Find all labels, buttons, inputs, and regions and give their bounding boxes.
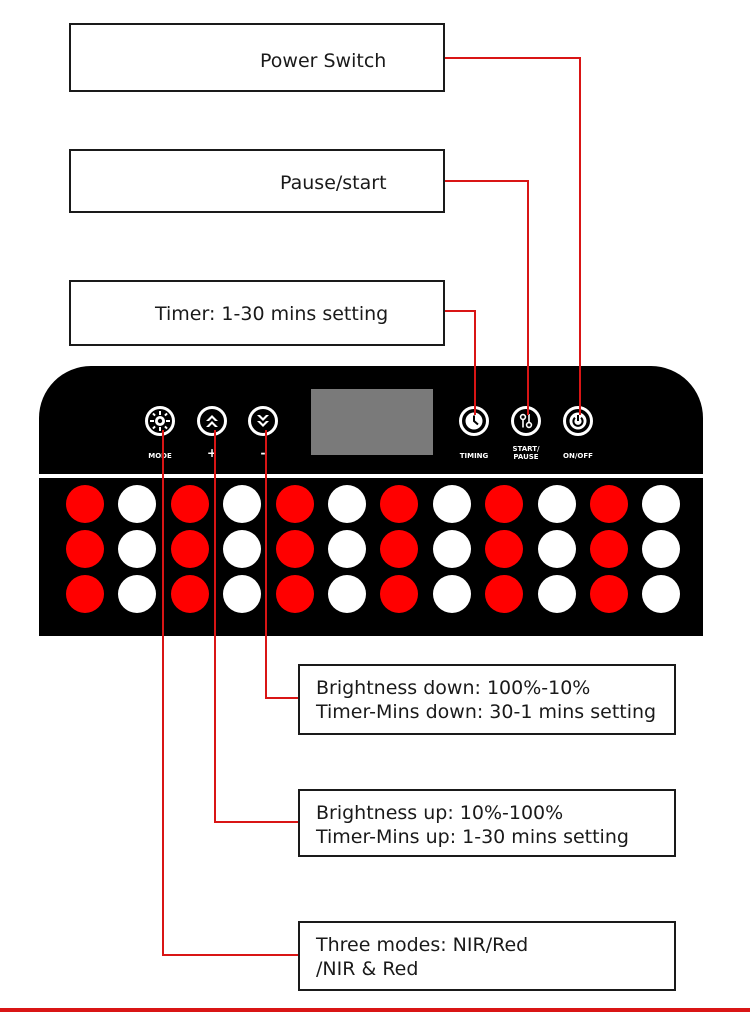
led-red <box>275 575 314 613</box>
callout-down-line2: Timer-Mins down: 30-1 mins setting <box>316 701 657 723</box>
panel-divider <box>39 474 703 478</box>
led-white <box>118 575 157 613</box>
callout-modes: Three modes: NIR/Red /NIR & Red <box>298 921 676 991</box>
led-white <box>118 530 157 568</box>
led-red <box>170 485 209 523</box>
brightness-down-button[interactable] <box>248 406 278 436</box>
led-white <box>537 530 576 568</box>
start-pause-icon <box>519 413 533 429</box>
led-red <box>380 485 419 523</box>
timing-label: TIMING <box>459 452 489 460</box>
callout-pause-text: Pause/start <box>280 172 387 194</box>
led-red <box>66 485 104 523</box>
led-red <box>380 575 419 613</box>
led-red <box>66 530 104 568</box>
plus-label: + <box>206 446 218 460</box>
callout-timer: Timer: 1-30 mins setting <box>69 280 445 346</box>
mode-button[interactable] <box>145 406 175 436</box>
led-white <box>223 575 262 613</box>
led-red <box>275 485 314 523</box>
led-white <box>328 575 366 613</box>
led-red <box>590 575 628 613</box>
led-white <box>537 485 576 523</box>
callout-pause-start: Pause/start <box>69 149 445 213</box>
led-white <box>642 575 681 613</box>
led-red <box>170 530 209 568</box>
led-white <box>118 485 157 523</box>
callout-modes-line2: /NIR & Red <box>316 958 419 980</box>
led-red <box>590 530 628 568</box>
chevron-down-icon <box>257 415 269 427</box>
led-white <box>432 575 471 613</box>
led-red <box>485 575 524 613</box>
callout-power-text: Power Switch <box>260 50 387 72</box>
timing-button[interactable] <box>459 406 489 436</box>
start-label-line1: START/ <box>512 445 540 453</box>
clock-icon <box>465 412 483 430</box>
led-red <box>170 575 209 613</box>
callout-down-line1: Brightness down: 100%-10% <box>316 677 591 699</box>
led-white <box>432 485 471 523</box>
callout-brightness-up: Brightness up: 10%-100% Timer-Mins up: 1… <box>298 789 676 857</box>
mode-label: MODE <box>148 452 172 460</box>
led-white <box>223 485 262 523</box>
led-red <box>485 485 524 523</box>
device-panel: MODE + - TIMING START/ PAUSE <box>39 366 703 636</box>
connector-power <box>445 57 581 415</box>
led-red <box>380 530 419 568</box>
start-pause-label: START/ PAUSE <box>498 445 554 461</box>
callout-up-line2: Timer-Mins up: 1-30 mins setting <box>316 826 629 848</box>
callout-timer-text: Timer: 1-30 mins setting <box>155 303 389 325</box>
callout-modes-line1: Three modes: NIR/Red <box>316 934 529 956</box>
minus-label: - <box>260 446 266 460</box>
led-red <box>485 530 524 568</box>
callout-brightness-down: Brightness down: 100%-10% Timer-Mins dow… <box>298 664 676 735</box>
led-white <box>328 530 366 568</box>
brightness-up-button[interactable] <box>197 406 227 436</box>
led-white <box>432 530 471 568</box>
led-white <box>223 530 262 568</box>
power-icon <box>569 412 587 430</box>
bottom-rule <box>0 1008 750 1012</box>
led-white <box>328 485 366 523</box>
led-white <box>642 485 681 523</box>
power-button[interactable] <box>563 406 593 436</box>
start-label-line2: PAUSE <box>513 453 539 461</box>
onoff-label: ON/OFF <box>563 452 593 460</box>
led-white <box>642 530 681 568</box>
callout-power-switch: Power Switch <box>69 23 445 92</box>
led-red <box>590 485 628 523</box>
chevron-up-icon <box>206 415 218 427</box>
lcd-display <box>311 389 433 455</box>
led-red <box>275 530 314 568</box>
callout-up-line1: Brightness up: 10%-100% <box>316 802 564 824</box>
gear-sun-icon <box>150 411 170 431</box>
start-pause-button[interactable] <box>511 406 541 436</box>
led-white <box>537 575 576 613</box>
led-red <box>66 575 104 613</box>
